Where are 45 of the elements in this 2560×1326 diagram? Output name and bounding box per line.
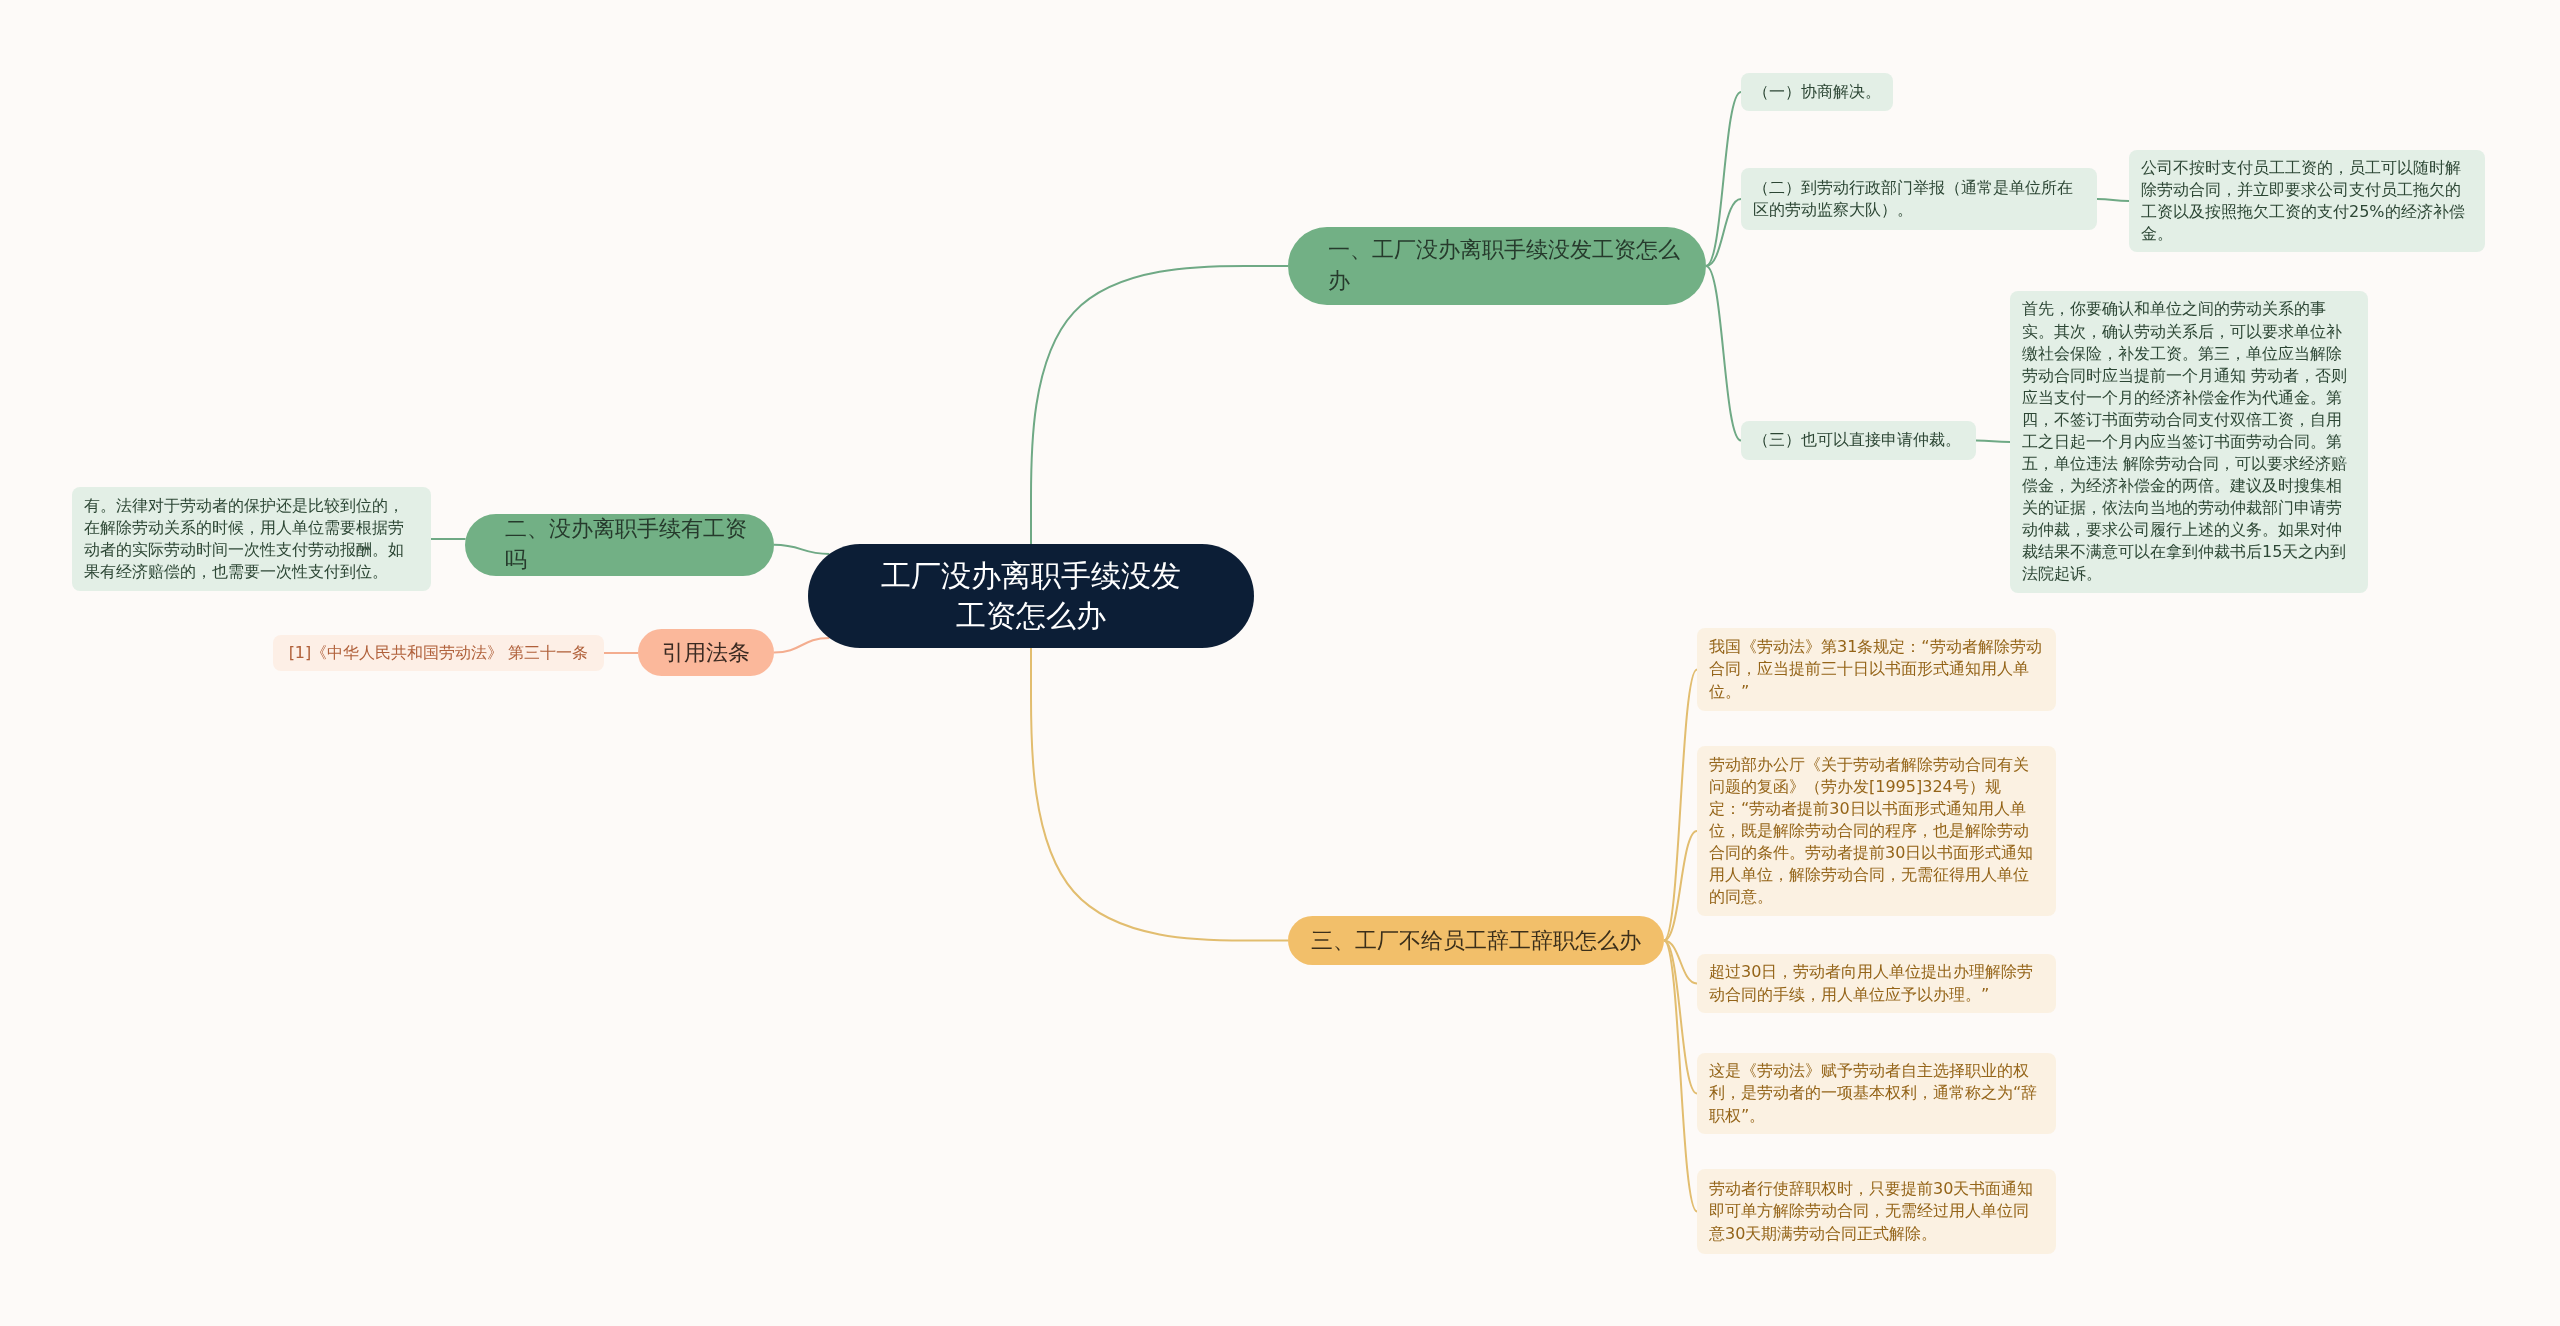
connector-line (1030, 647, 1289, 942)
citation-box (273, 635, 604, 671)
node-text: 引用法条 (662, 638, 750, 667)
note-box (1697, 1053, 2056, 1134)
node-text: [1]《中华人民共和国劳动法》 第三十一条 (288, 642, 589, 664)
connector-line (1663, 939, 1698, 985)
connector-line (2096, 198, 2130, 202)
connector-line (603, 652, 639, 654)
subtopic-box (1741, 73, 1893, 111)
connector-line (773, 543, 831, 555)
topic-pill (638, 629, 774, 676)
node-text: 一、工厂没办离职手续没发工资怎么办 (1328, 236, 1681, 295)
connector-line (1705, 198, 1742, 267)
subtopic-box (1741, 168, 2097, 230)
node-text: 有。法律对于劳动者的保护还是比较到位的，在解除劳动关系的时候，用人单位需要根据劳动者的实际劳动时间一次性支付劳动报酬。如果有经济赔偿的，也需要一次性支付到位。 (84, 494, 405, 584)
node-text: 公司不按时支付员工工资的，员工可以随时解除劳动合同，并立即要求公司支付员工拖欠的工资以及按照拖欠工资的支付25%的经济补偿金。 (2141, 156, 2466, 246)
connector-line (773, 637, 831, 654)
node-text: 工厂没办离职手续没发工资怎么办 (880, 556, 1182, 635)
note-box (2129, 150, 2485, 252)
topic-pill (1288, 916, 1664, 965)
node-text: 二、没办离职手续有工资吗 (505, 515, 748, 574)
note-box (1697, 954, 2056, 1013)
node-text: 超过30日，劳动者向用人单位提出办理解除劳动合同的手续，用人单位应予以办理。” (1709, 961, 2035, 1006)
node-text: 我国《劳动法》第31条规定：“劳动者解除劳动合同，应当提前三十日以书面形式通知用人单位。” (1709, 636, 2043, 703)
node-text: 首先，你要确认和单位之间的劳动关系的事实。其次，确认劳动关系后，可以要求单位补缴社会保险，补发工资。第三，单位应当解除劳动合同时应当提前一个月通知 劳动者，否则应当支付一个月的经济补偿金作为代通金。第四，不签订书面劳动合同支付双倍工资，自用工之日起一个月内应当签订书面劳动合同。第五，单位违法 解除劳动合同，可以要求经济赔偿金，为经济补偿金的两倍。建议及时搜集相关的证据，依法向当地的劳动仲裁部门申请劳动仲裁，要求公司履行上述的义务。如果对仲裁结果不满意可以在拿到仲裁书后15天之内到法院起诉。 (2022, 298, 2349, 586)
connector-line (1663, 939, 1698, 1213)
node-text: 劳动部办公厅《关于劳动者解除劳动合同有关问题的复函》（劳办发[1995]324号）规定：“劳动者提前30日以书面形式通知用人单位，既是解除劳动合同的程序，也是解除劳动合同的条件。劳动者提前30日以书面形式通知用人单位，解除劳动合同，无需征得用人单位的同意。 (1709, 753, 2035, 909)
connector-line (1705, 91, 1742, 267)
note-box (72, 487, 431, 591)
note-box (1697, 746, 2056, 916)
connector-line (1975, 439, 2011, 443)
node-text: 三、工厂不给员工辞工辞职怎么办 (1311, 926, 1641, 955)
node-text: （一）协商解决。 (1753, 80, 1881, 103)
node-text: 这是《劳动法》赋予劳动者自主选择职业的权利，是劳动者的一项基本权利，通常称之为“辞职权”。 (1709, 1060, 2039, 1127)
note-box (1697, 1169, 2056, 1254)
subtopic-box (1741, 421, 1976, 460)
connector-line (1663, 830, 1698, 942)
connector-line (1705, 265, 1742, 442)
note-box (1697, 628, 2056, 711)
connector-line (430, 538, 467, 540)
connector-line (1030, 265, 1289, 545)
connector-line (1663, 668, 1698, 942)
node-text: 劳动者行使辞职权时，只要提前30天书面通知即可单方解除劳动合同，无需经过用人单位同意30天期满劳动合同正式解除。 (1709, 1178, 2035, 1245)
node-text: （二）到劳动行政部门举报（通常是单位所在区的劳动监察大队）。 (1753, 176, 2074, 221)
node-text: （三）也可以直接申请仲裁。 (1753, 429, 1961, 452)
